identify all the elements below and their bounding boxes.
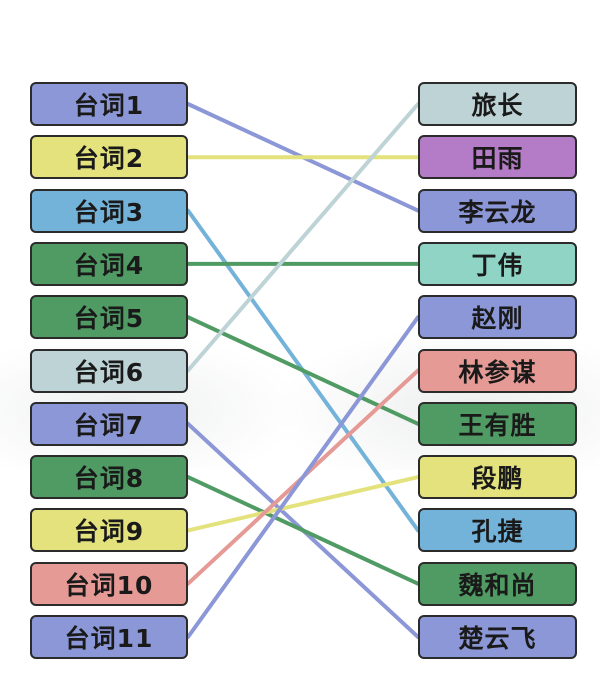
dialogue-label: 台词5 bbox=[73, 304, 145, 334]
character-name: 王有胜 bbox=[458, 410, 537, 440]
character-card-6[interactable]: 林参谋 bbox=[418, 348, 577, 393]
dialogue-card-10[interactable]: 台词10 bbox=[30, 561, 188, 606]
dialogue-card-11[interactable]: 台词11 bbox=[30, 615, 188, 659]
connection-line-8 bbox=[186, 475, 420, 586]
dialogue-label: 台词9 bbox=[73, 517, 145, 547]
connection-line-9 bbox=[186, 475, 420, 533]
dialogue-card-5[interactable]: 台词5 bbox=[30, 295, 188, 340]
connection-line-6 bbox=[186, 102, 420, 373]
dialogue-label: 台词7 bbox=[73, 410, 145, 440]
character-name: 旅长 bbox=[471, 91, 524, 120]
character-name: 李云龙 bbox=[458, 197, 537, 227]
dialogue-label: 台词2 bbox=[73, 144, 145, 174]
dialogue-label: 台词10 bbox=[64, 570, 154, 600]
character-card-3[interactable]: 李云龙 bbox=[418, 188, 577, 233]
character-name: 魏和尚 bbox=[458, 570, 537, 600]
character-card-11[interactable]: 楚云飞 bbox=[418, 615, 577, 659]
dialogue-label: 台词3 bbox=[73, 197, 145, 227]
character-name: 楚云飞 bbox=[458, 624, 537, 653]
character-name: 赵刚 bbox=[471, 304, 524, 334]
dialogue-card-6[interactable]: 台词6 bbox=[30, 348, 188, 393]
connection-line-11 bbox=[186, 315, 420, 639]
character-card-5[interactable]: 赵刚 bbox=[418, 295, 577, 340]
character-card-10[interactable]: 魏和尚 bbox=[418, 561, 577, 606]
character-card-7[interactable]: 王有胜 bbox=[418, 401, 577, 446]
dialogue-label: 台词4 bbox=[73, 250, 145, 280]
dialogue-card-1[interactable]: 台词1 bbox=[30, 82, 188, 126]
dialogue-label: 台词8 bbox=[73, 464, 145, 494]
character-name: 孔捷 bbox=[471, 517, 524, 547]
character-card-1[interactable]: 旅长 bbox=[418, 82, 577, 126]
character-name: 林参谋 bbox=[458, 357, 537, 387]
dialogue-card-9[interactable]: 台词9 bbox=[30, 508, 188, 553]
character-card-9[interactable]: 孔捷 bbox=[418, 508, 577, 553]
character-name: 田雨 bbox=[471, 144, 524, 174]
character-name: 丁伟 bbox=[471, 250, 524, 280]
dialogue-card-8[interactable]: 台词8 bbox=[30, 455, 188, 500]
character-name: 段鹏 bbox=[471, 464, 524, 494]
dialogue-card-2[interactable]: 台词2 bbox=[30, 135, 188, 180]
dialogue-label: 台词11 bbox=[64, 624, 154, 653]
dialogue-card-7[interactable]: 台词7 bbox=[30, 401, 188, 446]
character-card-4[interactable]: 丁伟 bbox=[418, 241, 577, 286]
character-card-8[interactable]: 段鹏 bbox=[418, 455, 577, 500]
dialogue-card-4[interactable]: 台词4 bbox=[30, 241, 188, 286]
dialogue-label: 台词6 bbox=[73, 357, 145, 387]
character-card-2[interactable]: 田雨 bbox=[418, 135, 577, 180]
dialogue-card-3[interactable]: 台词3 bbox=[30, 188, 188, 233]
dialogue-label: 台词1 bbox=[73, 91, 145, 120]
